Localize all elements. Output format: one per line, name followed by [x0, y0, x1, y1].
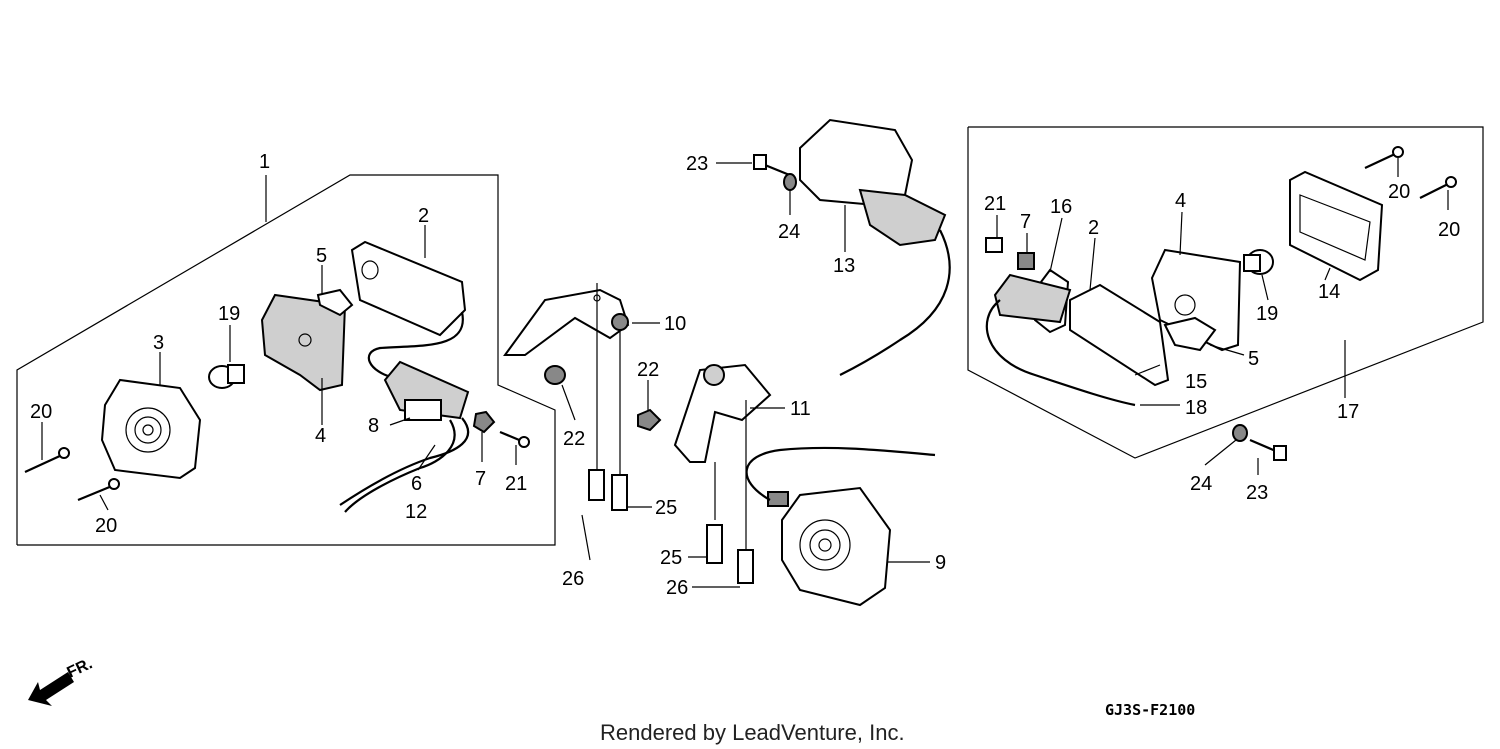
- callout-23: 23: [686, 153, 708, 175]
- stalk-15[interactable]: [993, 273, 1170, 387]
- callout-6: 6: [411, 473, 422, 495]
- front-direction-arrow-icon: FR.: [28, 655, 95, 706]
- socket-5-left[interactable]: [316, 288, 354, 317]
- wire-harness-6-12: [339, 417, 470, 513]
- callout-20: 20: [1388, 181, 1410, 203]
- callout-labels: 1 2 3 4 5 6 7 8 12 19 20 20 21 22 22 10 …: [30, 151, 1460, 599]
- right-assembly-frame: [967, 126, 1484, 459]
- nut-22-b[interactable]: [637, 408, 662, 432]
- callout-21: 21: [505, 473, 527, 495]
- bolt-26-right[interactable]: [737, 400, 754, 584]
- nut-22-a[interactable]: [544, 365, 566, 385]
- housing-wire-left: [367, 311, 464, 380]
- bulb-19-left[interactable]: [208, 364, 245, 389]
- callout-2: 2: [1088, 217, 1099, 239]
- bracket-10[interactable]: [503, 288, 630, 356]
- callout-22: 22: [637, 359, 659, 381]
- screw-23-top[interactable]: [753, 154, 793, 178]
- washer-24-top[interactable]: [783, 173, 797, 191]
- bulb-19-right[interactable]: [1243, 249, 1274, 275]
- callout-21: 21: [984, 193, 1006, 215]
- socket-5-right[interactable]: [1163, 316, 1217, 352]
- callout-3: 3: [153, 332, 164, 354]
- rear-signal-13[interactable]: [799, 118, 951, 376]
- screw-20-left-b[interactable]: [77, 478, 120, 502]
- callout-7: 7: [475, 468, 486, 490]
- callout-19: 19: [218, 303, 240, 325]
- callout-24: 24: [778, 221, 800, 243]
- callout-22: 22: [563, 428, 585, 450]
- callout-20: 20: [30, 401, 52, 423]
- rear-lens-14[interactable]: [1289, 170, 1384, 282]
- callout-20: 20: [1438, 219, 1460, 241]
- callout-24: 24: [1190, 473, 1212, 495]
- callout-5: 5: [316, 245, 327, 267]
- callout-18: 18: [1185, 397, 1207, 419]
- screw-20-right-b[interactable]: [1419, 176, 1457, 199]
- bolt-25-left[interactable]: [611, 330, 628, 511]
- callout-1: 1: [259, 151, 270, 173]
- callout-9: 9: [935, 552, 946, 574]
- callout-25: 25: [660, 547, 682, 569]
- callout-7: 7: [1020, 211, 1031, 233]
- front-direction-label: FR.: [65, 655, 96, 681]
- gasket-4-left[interactable]: [260, 293, 347, 392]
- callout-23: 23: [1246, 482, 1268, 504]
- callout-4: 4: [315, 425, 326, 447]
- callout-20: 20: [95, 515, 117, 537]
- callout-13: 13: [833, 255, 855, 277]
- collar-7-left[interactable]: [472, 410, 496, 434]
- bolt-26-left[interactable]: [588, 283, 605, 501]
- callout-14: 14: [1318, 281, 1340, 303]
- washer-24-bottom[interactable]: [1232, 424, 1248, 442]
- front-lens-3[interactable]: [100, 378, 202, 480]
- callout-26: 26: [562, 568, 584, 590]
- screw-20-right-a[interactable]: [1364, 146, 1404, 169]
- diagram-code: GJ3S-F2100: [1105, 701, 1195, 719]
- collar-7-right[interactable]: [1017, 252, 1035, 270]
- screw-21-left[interactable]: [499, 430, 530, 448]
- socket-assembly-8[interactable]: [383, 360, 470, 421]
- screw-20-left-a[interactable]: [24, 447, 70, 473]
- bracket-11[interactable]: [673, 363, 772, 463]
- callout-17: 17: [1337, 401, 1359, 423]
- callout-26: 26: [666, 577, 688, 599]
- screw-21-right[interactable]: [985, 237, 1003, 253]
- callout-15: 15: [1185, 371, 1207, 393]
- housing-wire-right: [985, 299, 1136, 407]
- callout-16: 16: [1050, 196, 1072, 218]
- front-signal-9[interactable]: [745, 446, 936, 607]
- leader-lines: [41, 158, 1449, 588]
- callout-12: 12: [405, 501, 427, 523]
- callout-11: 11: [790, 398, 811, 420]
- callout-5: 5: [1248, 348, 1259, 370]
- callout-19: 19: [1256, 303, 1278, 325]
- callout-10: 10: [664, 313, 686, 335]
- footer-credit: Rendered by LeadVenture, Inc.: [600, 720, 905, 745]
- screw-23-bottom[interactable]: [1249, 438, 1287, 461]
- bolt-25-right[interactable]: [706, 462, 723, 564]
- callout-4: 4: [1175, 190, 1186, 212]
- left-assembly-frame: [16, 174, 556, 546]
- callout-2: 2: [418, 205, 429, 227]
- housing-2-left[interactable]: [350, 240, 467, 337]
- callout-8: 8: [368, 415, 379, 437]
- callout-25: 25: [655, 497, 677, 519]
